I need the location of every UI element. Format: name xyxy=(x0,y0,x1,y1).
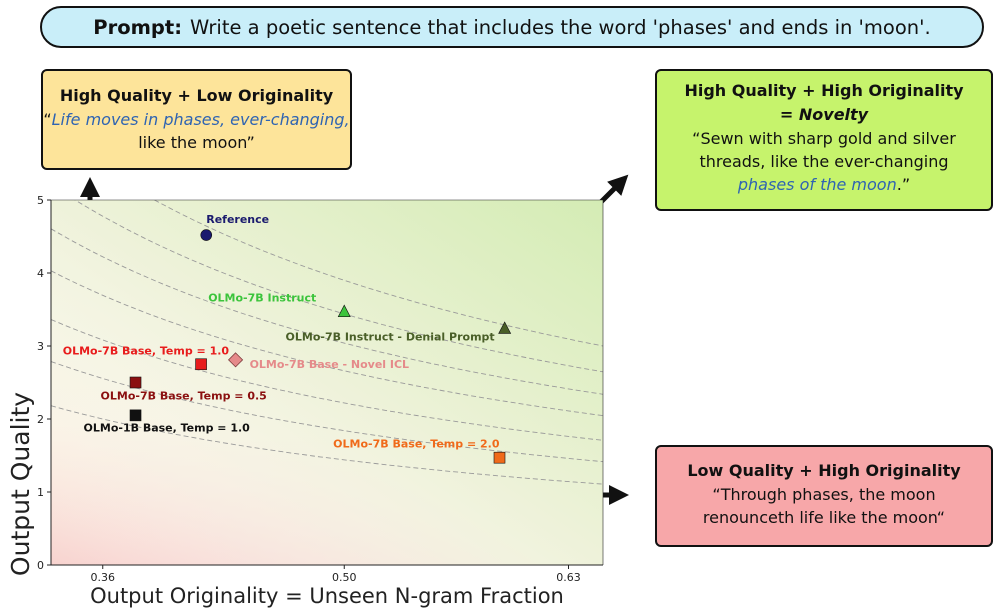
point-olmo-7b-base-temp-2-0 xyxy=(493,451,506,464)
iso-novelty-curve xyxy=(51,361,603,463)
point-olmo-7b-base-novel-icl xyxy=(228,352,244,368)
point-reference xyxy=(200,229,213,241)
point-olmo-7b-base-temp-0-5 xyxy=(129,376,142,389)
novelty-label: Novelty xyxy=(798,105,869,124)
point-label-olmo-7b-base-novel-icl: OLMo-7B Base - Novel ICL xyxy=(250,358,410,371)
point-label-reference: Reference xyxy=(206,213,269,226)
y-tick-label: 2 xyxy=(37,413,44,426)
point-olmo-7b-instruct xyxy=(337,304,351,317)
callout-quote-line-2: renounceth life like the moon“ xyxy=(702,508,946,527)
point-label-olmo-1b-base-temp-1-0: OLMo-1B Base, Temp = 1.0 xyxy=(84,421,251,434)
prompt-banner: Prompt: Write a poetic sentence that inc… xyxy=(40,6,984,48)
axes: 0 1 2 3 4 5 0.36 0.50 0.63 xyxy=(37,194,604,584)
point-label-olmo-7b-instruct: OLMo-7B Instruct xyxy=(208,292,316,305)
iso-novelty-curve xyxy=(51,405,603,485)
point-olmo-7b-instruct-denial-prompt xyxy=(498,321,512,334)
y-tick-label: 3 xyxy=(37,340,44,353)
prompt-text: Write a poetic sentence that includes th… xyxy=(190,15,931,39)
x-tick-label: 0.63 xyxy=(556,571,581,584)
callout-title: High Quality + High Originality xyxy=(684,81,964,100)
iso-novelty-curve xyxy=(51,270,603,417)
callout-title: Low Quality + High Originality xyxy=(687,461,961,480)
callout-high-quality-low-originality: High Quality + Low Originality “Life mov… xyxy=(41,69,352,170)
point-olmo-7b-base-temp-1-0 xyxy=(195,358,207,371)
y-tick-label: 0 xyxy=(37,559,44,572)
point-label-olmo-7b-base-temp-0-5: OLMo-7B Base, Temp = 0.5 xyxy=(101,390,267,403)
callout-high-quality-high-originality: High Quality + High Originality = Novelt… xyxy=(655,69,993,211)
callout-quote: “Sewn with sharp gold and silver threads… xyxy=(657,127,991,196)
callout-quote: “Life moves in phases, ever-changing, li… xyxy=(43,108,350,154)
y-axis-label: Output Quality xyxy=(6,392,35,576)
iso-novelty-curve xyxy=(74,200,603,373)
callout-low-quality-high-originality: Low Quality + High Originality “Through … xyxy=(655,445,993,547)
quote-main: “Sewn with sharp gold and silver threads… xyxy=(692,129,956,171)
prompt-label: Prompt: xyxy=(93,15,182,39)
iso-novelty-curve xyxy=(51,319,603,441)
quote-open-mark: “ xyxy=(43,110,52,129)
y-tick-label: 4 xyxy=(37,267,44,280)
equals-sign: = xyxy=(779,105,799,124)
point-label-olmo-7b-base-temp-1-0: OLMo-7B Base, Temp = 1.0 xyxy=(63,344,230,357)
x-tick-label: 0.36 xyxy=(91,571,116,584)
callout-quote-line-1: “Through phases, the moon xyxy=(712,485,936,504)
quote-end: .” xyxy=(896,175,911,194)
x-axis-label: Output Originality = Unseen N-gram Fract… xyxy=(90,584,564,608)
y-tick-label: 5 xyxy=(37,194,44,207)
iso-novelty-curve xyxy=(51,228,603,395)
quote-rest: like the moon” xyxy=(138,133,255,152)
point-label-olmo-7b-instruct-denial-prompt: OLMo-7B Instruct - Denial Prompt xyxy=(286,330,495,343)
quote-italic-part: Life moves in phases, ever-changing, xyxy=(51,110,350,129)
iso-novelty-curve xyxy=(153,200,603,347)
y-tick-label: 1 xyxy=(37,486,44,499)
x-tick-label: 0.50 xyxy=(332,571,357,584)
callout-subtitle: = Novelty xyxy=(657,103,991,127)
plot-background-overlay xyxy=(51,200,603,565)
point-olmo-1b-base-temp-1-0 xyxy=(129,409,142,422)
callout-title: High Quality + Low Originality xyxy=(59,86,334,105)
plot-area xyxy=(51,200,603,565)
point-label-olmo-7b-base-temp-2-0: OLMo-7B Base, Temp = 2.0 xyxy=(333,438,500,451)
quote-italic-part: phases of the moon xyxy=(737,175,897,194)
